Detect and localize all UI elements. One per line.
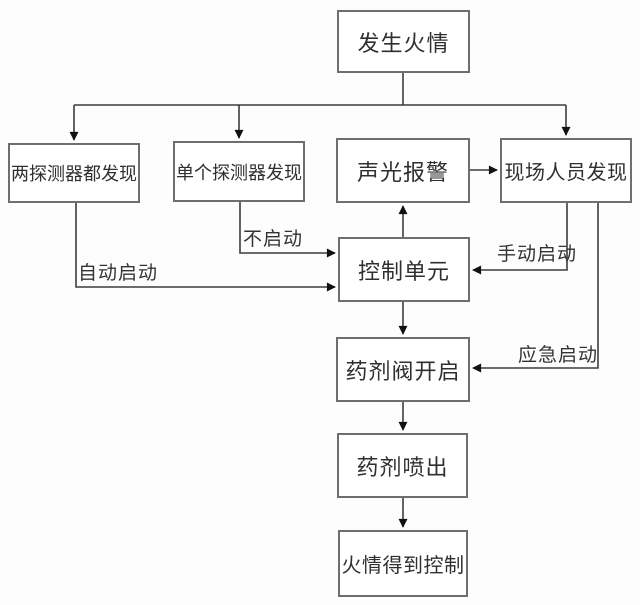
- node-fire-occurs: 发生火情: [337, 10, 470, 73]
- edge-label-manual-start: 手动启动: [497, 244, 578, 265]
- edge-label-no-start: 不启动: [243, 229, 304, 250]
- connector-personnel-to-valve: [472, 203, 599, 373]
- connector-both-to-control: [75, 203, 336, 292]
- node-personnel-discover: 现场人员发现: [500, 138, 632, 203]
- edge-label-emergency-start: 应急启动: [518, 345, 599, 366]
- edge-label-auto-start: 自动启动: [78, 263, 159, 284]
- connector-single-to-control: [239, 202, 336, 258]
- node-control-unit: 控制单元: [338, 237, 470, 302]
- node-agent-valve-open: 药剂阀开启: [336, 337, 470, 402]
- node-sound-light-alarm: 声光报警: [336, 138, 470, 203]
- node-both-detectors: 两探测器都发现: [8, 143, 140, 203]
- node-agent-spray: 药剂喷出: [337, 433, 468, 498]
- connector-personnel-to-control: [472, 203, 568, 275]
- node-single-detector: 单个探测器发现: [173, 141, 305, 202]
- node-fire-controlled: 火情得到控制: [338, 530, 468, 597]
